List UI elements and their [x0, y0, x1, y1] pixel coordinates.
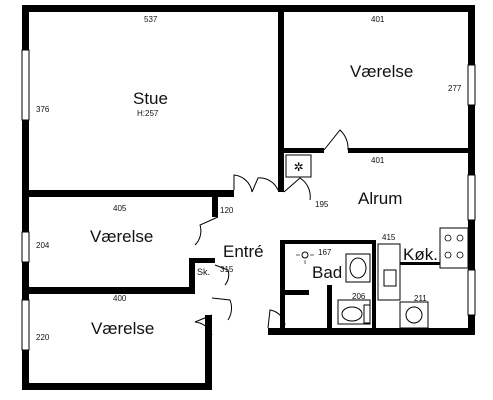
toilet-icon	[337, 299, 371, 325]
dim-vaerelse-top-right-depth: 277	[448, 84, 462, 93]
room-name-bad: Bad	[312, 263, 343, 282]
stove-icon	[444, 234, 464, 259]
svg-text:✲: ✲	[293, 160, 303, 174]
dim-entre-depth: 315	[220, 265, 234, 274]
fan-icon: ✲	[285, 154, 312, 178]
dim-stue-depth: 376	[36, 105, 50, 114]
shower-icon	[296, 251, 314, 264]
room-name-sk: Sk.	[197, 267, 211, 277]
dim-vaerelse-mid-width: 405	[113, 204, 127, 213]
dim-vaerelse-mid-depth: 204	[36, 241, 50, 250]
room-name-vaerelse-bottom: Værelse	[91, 319, 155, 338]
washing-machine-icon	[399, 301, 429, 329]
room-name-alrum: Alrum	[358, 189, 403, 208]
sink-icon	[345, 253, 371, 283]
dim-alrum-depth: 195	[315, 200, 329, 209]
dim-bad-depth: 206	[352, 292, 366, 301]
dim-kok-width: 415	[382, 233, 396, 242]
room-name-vaerelse-top-right: Værelse	[350, 62, 414, 81]
room-name-kok: Køk.	[403, 245, 438, 264]
doors	[194, 129, 349, 336]
dim-entre-width: 120	[220, 206, 234, 215]
room-name-stue: Stue	[133, 89, 168, 108]
walls	[22, 5, 475, 390]
dim-alrum-width: 401	[371, 156, 385, 165]
room-height-stue: H:257	[137, 109, 159, 118]
dim-vaerelse-bottom-width: 400	[113, 294, 127, 303]
kitchen-counter	[377, 227, 469, 301]
room-name-entre: Entré	[223, 242, 264, 261]
dim-vaerelse-top-right-width: 401	[371, 15, 385, 24]
dim-kok-depth: 211	[414, 294, 427, 303]
dim-stue-width: 537	[144, 15, 158, 24]
dim-vaerelse-bottom-depth: 220	[36, 333, 50, 342]
room-name-vaerelse-mid: Værelse	[90, 227, 154, 246]
windows	[21, 49, 476, 351]
dim-bad-width: 167	[318, 248, 332, 257]
